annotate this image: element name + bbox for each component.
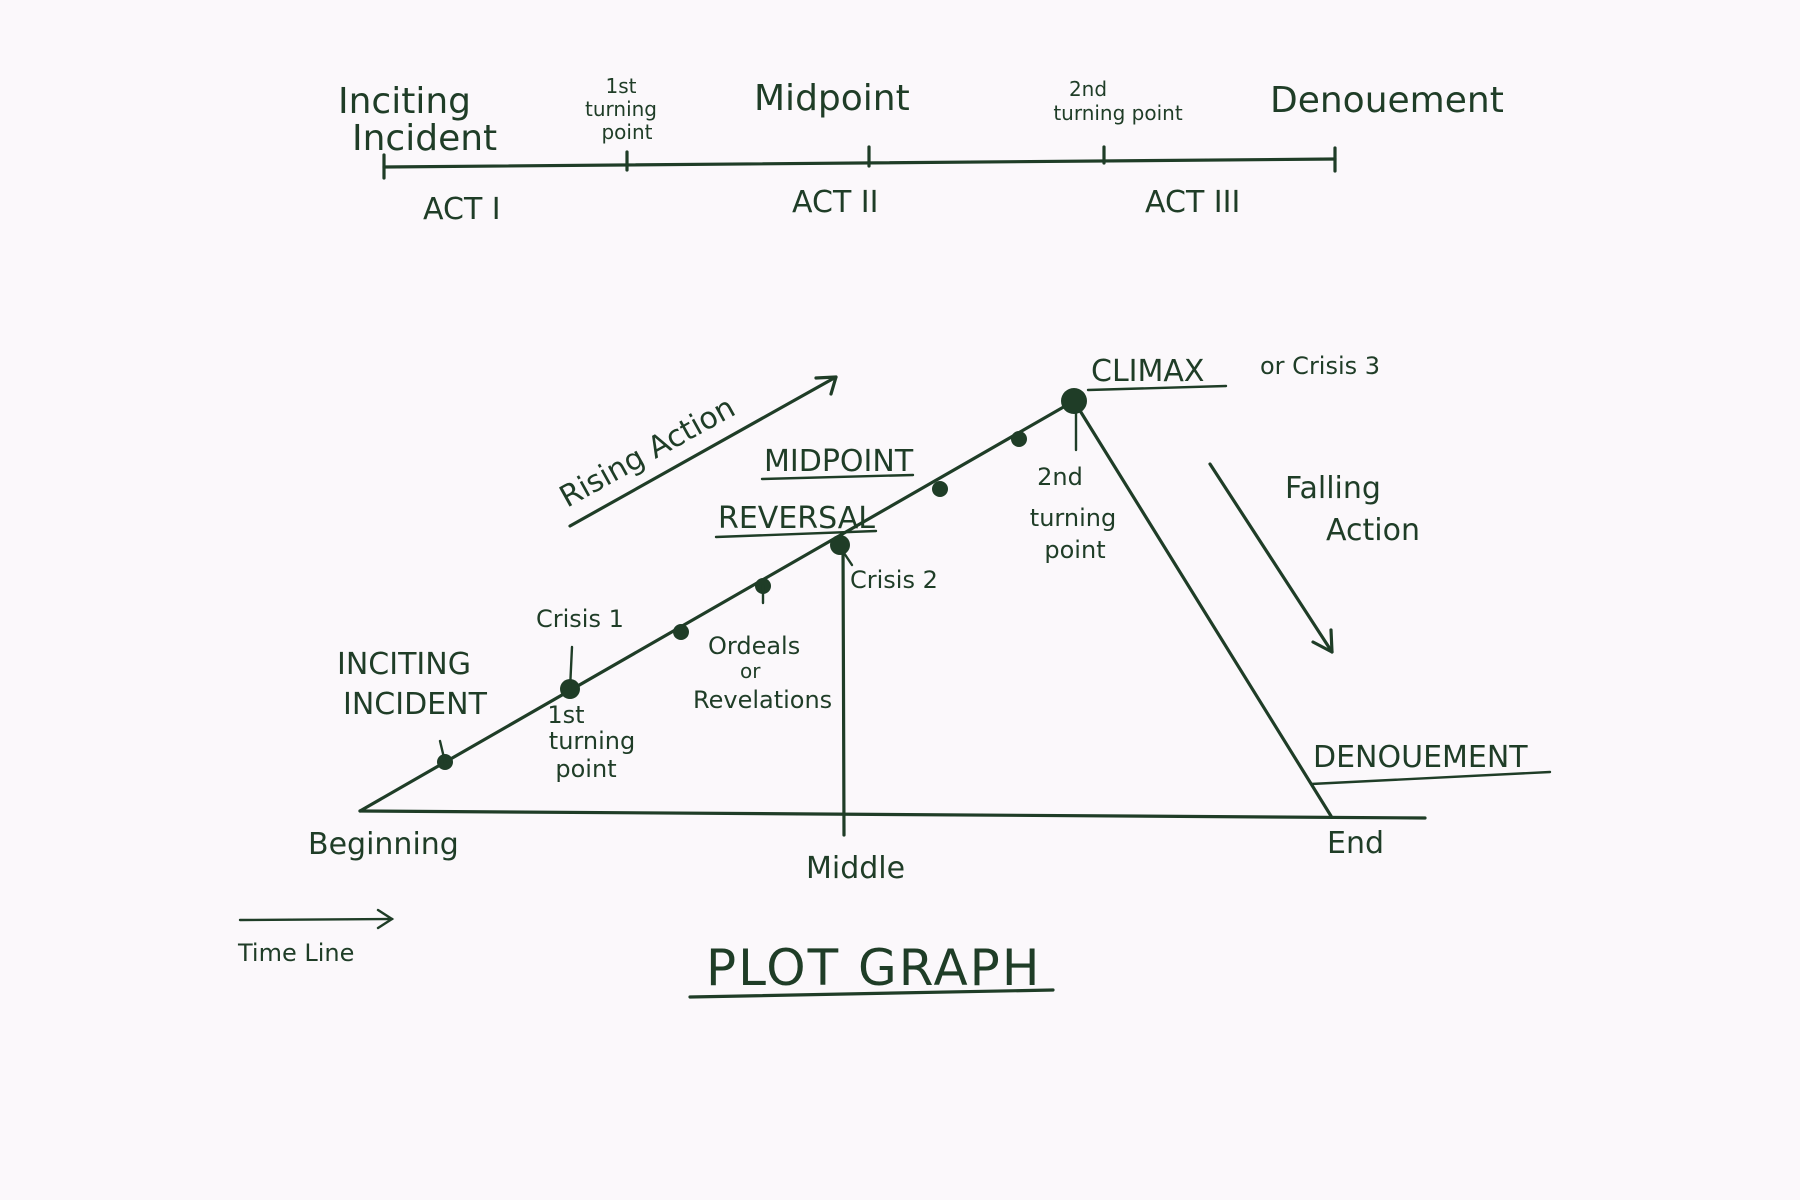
- crisis1-label: Crisis 1: [536, 605, 624, 633]
- midpoint-reversal-point: [830, 535, 850, 555]
- act-timeline-axis: [382, 157, 1337, 169]
- inciting-incident-annotation: INCITING INCIDENT: [337, 647, 488, 722]
- inciting-leader: [438, 739, 447, 764]
- climax-label: CLIMAX: [1091, 354, 1204, 389]
- second-turning-label-1: 2nd: [1037, 463, 1083, 491]
- rising-action-line: [358, 399, 1076, 813]
- rising-action-arrow: [568, 375, 838, 528]
- ordeals-annotation: Ordeals or Revelations: [693, 632, 832, 714]
- first-turning-label-1: 1st: [547, 701, 584, 729]
- denouement-underline: [1309, 770, 1552, 786]
- middle-vertical-line: [841, 538, 846, 837]
- denouement-annotation: DENOUEMENT: [1309, 740, 1552, 786]
- timeline-second-turning-label-2: turning point: [1053, 101, 1183, 125]
- middle-label: Middle: [806, 851, 905, 886]
- act-2-label: ACT II: [792, 185, 879, 220]
- crisis2-leader: [840, 548, 854, 567]
- baseline-line: [358, 809, 1427, 820]
- climax-point: [1061, 388, 1087, 414]
- climax-annotation: CLIMAX or Crisis 3: [1086, 352, 1380, 392]
- timeline-first-turning-label-2: turning: [585, 97, 657, 121]
- midpoint-reversal-label-1: MIDPOINT: [764, 444, 914, 479]
- act-1-label: ACT I: [423, 192, 501, 227]
- second-turning-label-3: point: [1044, 536, 1105, 564]
- falling-action-arrow: [1208, 462, 1334, 654]
- time-line-arrow: [238, 917, 394, 922]
- ordeals-label-1: Ordeals: [708, 632, 800, 660]
- second-turning-label-2: turning: [1030, 504, 1116, 532]
- ordeals-point: [673, 624, 689, 640]
- midpoint-underline: [760, 473, 915, 481]
- timeline-first-turning-label-3: point: [601, 120, 652, 144]
- rising-action-label: Rising Action: [554, 390, 741, 515]
- timeline-inciting-label-2: Incident: [352, 118, 497, 159]
- falling-action-line: [1072, 399, 1333, 818]
- timeline-denouement-label: Denouement: [1270, 80, 1504, 121]
- falling-action-label-2: Action: [1326, 513, 1420, 548]
- first-turning-label-3: point: [555, 755, 616, 783]
- plot-triangle: [358, 388, 1427, 837]
- inciting-incident-label-1: INCITING: [337, 647, 471, 682]
- act-timeline: Inciting Incident 1st turning point Midp…: [338, 74, 1504, 227]
- falling-action-annotation: Falling Action: [1208, 462, 1420, 654]
- timeline-second-turning-label-1: 2nd: [1069, 77, 1107, 101]
- page-title: PLOT GRAPH: [706, 939, 1041, 997]
- climax-underline: [1086, 384, 1228, 392]
- crisis2-label: Crisis 2: [850, 566, 938, 594]
- inciting-incident-label-2: INCIDENT: [343, 687, 488, 722]
- falling-action-label-1: Falling: [1285, 471, 1381, 506]
- crisis1-annotation: Crisis 1 1st turning point: [536, 605, 635, 783]
- midpoint-reversal-label-2: REVERSAL: [718, 501, 875, 536]
- time-line-arrowhead: [376, 908, 395, 930]
- end-label: End: [1327, 826, 1384, 861]
- rising-action-arrowhead: [814, 375, 838, 396]
- denouement-label: DENOUEMENT: [1313, 740, 1528, 775]
- ordeals-label-3: Revelations: [693, 686, 832, 714]
- title-underline: [688, 988, 1055, 999]
- time-line-label: Time Line: [237, 939, 354, 967]
- rising-point-b: [1011, 431, 1027, 447]
- second-turning-annotation: 2nd turning point: [1030, 463, 1116, 564]
- first-turning-label-2: turning: [549, 727, 635, 755]
- ordeals-label-2: or: [740, 659, 761, 683]
- climax-or-crisis3-label: or Crisis 3: [1260, 352, 1380, 380]
- time-line-annotation: Time Line: [237, 908, 395, 967]
- timeline-first-turning-label-1: 1st: [606, 74, 637, 98]
- act-3-label: ACT III: [1145, 185, 1240, 220]
- plot-graph-title: PLOT GRAPH: [688, 939, 1055, 999]
- midpoint-reversal-annotation: MIDPOINT REVERSAL: [714, 444, 915, 539]
- timeline-inciting-label-1: Inciting: [338, 81, 471, 122]
- timeline-midpoint-label: Midpoint: [754, 78, 910, 119]
- falling-action-arrowhead: [1311, 628, 1334, 654]
- reversal-underline: [714, 529, 878, 539]
- beginning-label: Beginning: [308, 827, 459, 862]
- rising-point-a: [932, 481, 948, 497]
- crisis1-leader: [568, 645, 574, 691]
